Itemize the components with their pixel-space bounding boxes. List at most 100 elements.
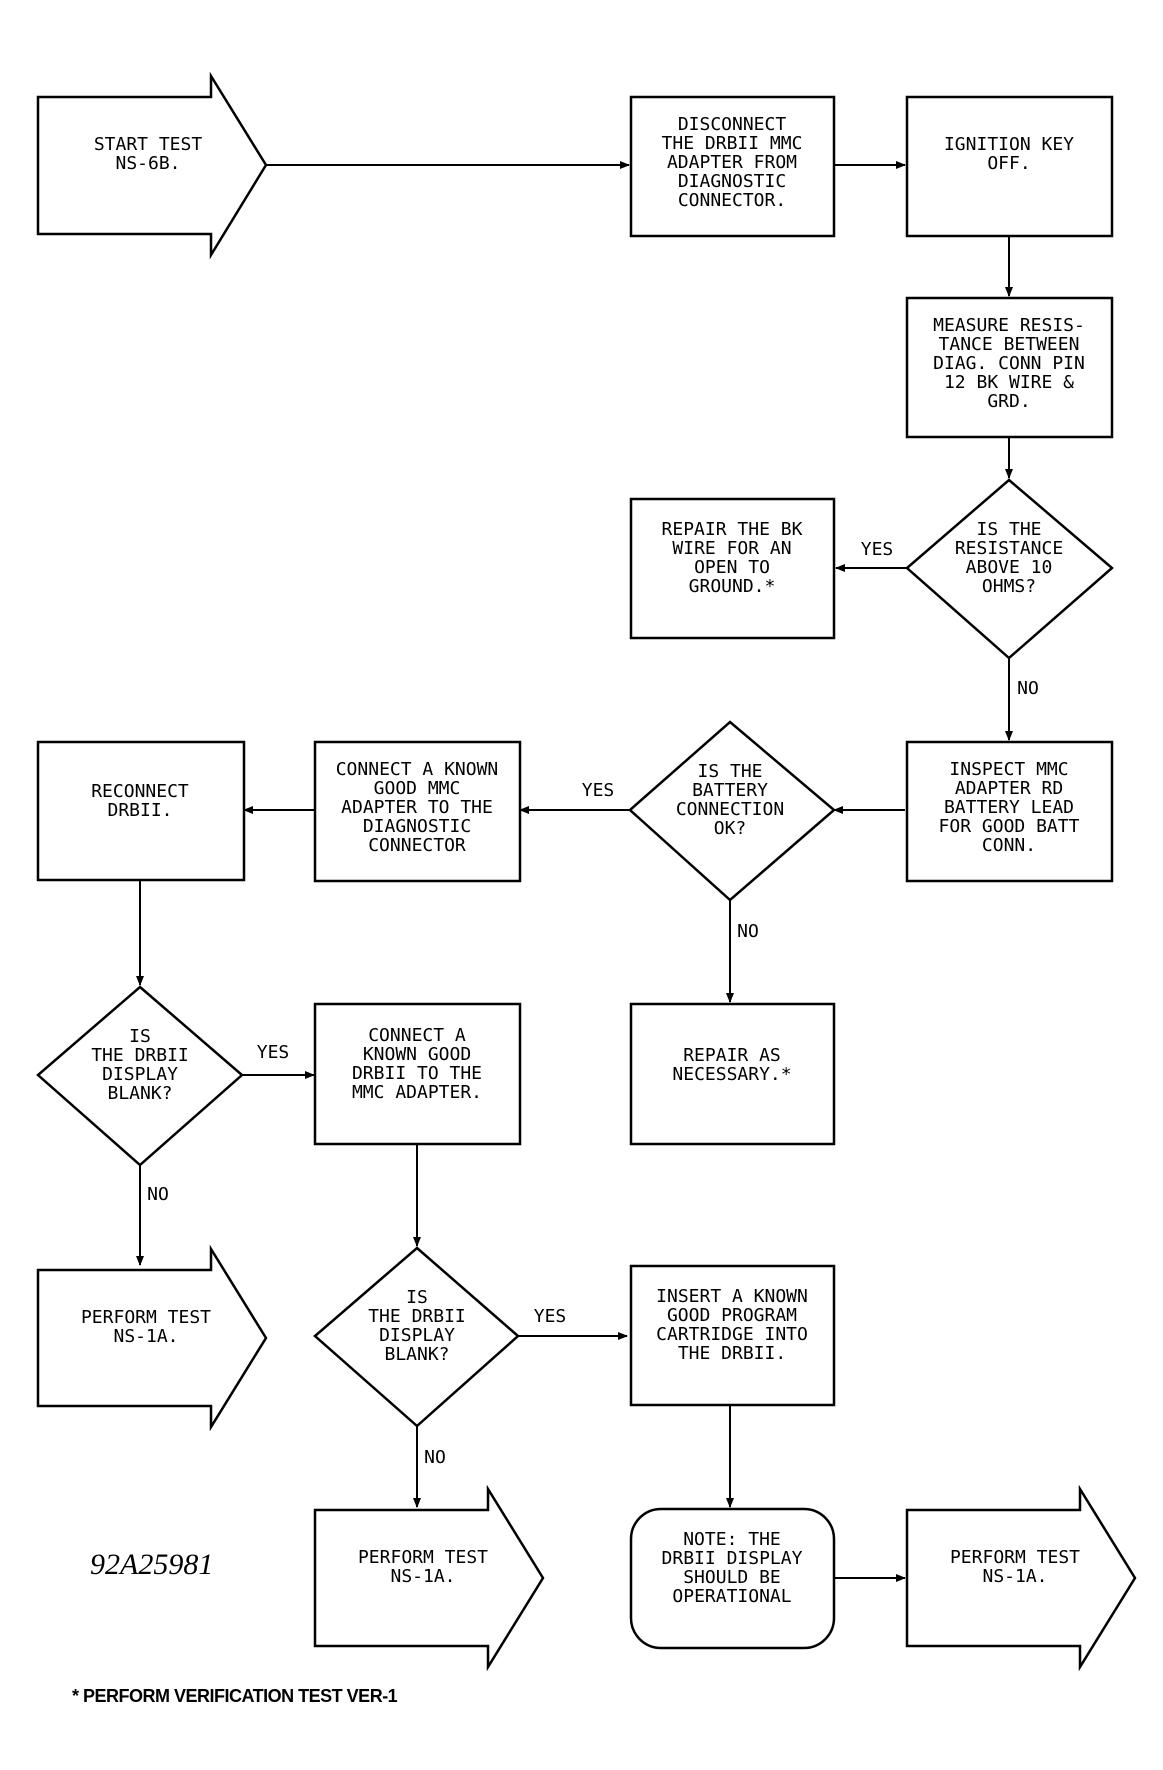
node-text-line: CONNECT A KNOWN <box>336 759 499 780</box>
node-text-line: ADAPTER FROM <box>667 152 797 173</box>
node-text-line: BATTERY LEAD <box>944 797 1074 818</box>
node-text-line: BLANK? <box>384 1344 449 1365</box>
node-repair-as-necessary <box>629 1002 836 1146</box>
display1-no-label: NO <box>147 1184 169 1205</box>
node-text-line: DIAGNOSTIC <box>678 171 786 192</box>
node-repair-bk-wire <box>629 497 836 640</box>
node-text-line: CONN. <box>982 835 1036 856</box>
node-text-line: REPAIR THE BK <box>662 519 803 540</box>
resistance-yes-label: YES <box>861 539 894 560</box>
node-text-line: OK? <box>714 818 747 839</box>
node-text-line: ABOVE 10 <box>966 557 1053 578</box>
node-text-line: ADAPTER RD <box>955 778 1063 799</box>
node-text-line: CONNECT A <box>368 1025 466 1046</box>
node-measure-resistance <box>905 296 1114 439</box>
node-text-line: MMC ADAPTER. <box>352 1082 482 1103</box>
node-display-decision-2 <box>313 1246 520 1428</box>
node-text-line: GROUND.* <box>689 576 776 597</box>
node-text-line: DISPLAY <box>102 1064 178 1085</box>
node-text-line: CONNECTOR <box>368 835 466 856</box>
node-resistance-decision <box>905 478 1114 660</box>
node-text-line: NECESSARY.* <box>672 1064 791 1085</box>
node-text-line: TANCE BETWEEN <box>939 334 1080 355</box>
node-note-operational <box>629 1507 836 1650</box>
node-start-test <box>36 71 268 260</box>
node-text-line: DRBII DISPLAY <box>662 1548 803 1569</box>
battery-no-label: NO <box>737 921 759 942</box>
node-text-line: 12 BK WIRE & <box>944 372 1074 393</box>
resistance-no-label: NO <box>1017 678 1039 699</box>
node-text-line: INSPECT MMC <box>949 759 1068 780</box>
footnote: * PERFORM VERIFICATION TEST VER-1 <box>72 1686 398 1706</box>
connectors <box>136 161 1013 1582</box>
node-text-line: OHMS? <box>982 576 1036 597</box>
node-text-line: REPAIR AS <box>683 1045 781 1066</box>
node-text-line: GOOD PROGRAM <box>667 1305 797 1326</box>
node-disconnect-adapter <box>629 95 836 238</box>
node-text-line: THE DRBII <box>368 1306 466 1327</box>
node-text-line: PERFORM TEST <box>358 1547 488 1568</box>
display2-no-label: NO <box>424 1447 446 1468</box>
node-text-line: DIAGNOSTIC <box>363 816 471 837</box>
node-connect-good-drbii <box>313 1002 522 1146</box>
node-text-line: THE DRBII <box>91 1045 189 1066</box>
node-text-line: PERFORM TEST <box>81 1307 211 1328</box>
node-text-line: NS-1A. <box>113 1326 178 1347</box>
start-test-arrow-shape <box>36 71 268 260</box>
node-text-line: BLANK? <box>107 1083 172 1104</box>
node-text-line: NS-1A. <box>390 1566 455 1587</box>
node-text-line: GRD. <box>987 391 1030 412</box>
node-text-line: CONNECTOR. <box>678 190 786 211</box>
node-text-line: PERFORM TEST <box>950 1547 1080 1568</box>
node-display-decision-1 <box>36 985 244 1167</box>
node-text-line: FOR GOOD BATT <box>939 816 1080 837</box>
battery-yes-label: YES <box>582 780 615 801</box>
node-text-line: START TEST <box>94 134 203 155</box>
node-text-line: MEASURE RESIS- <box>933 315 1085 336</box>
node-text-line: INSERT A KNOWN <box>656 1286 808 1307</box>
node-text-line: DIAG. CONN PIN <box>933 353 1085 374</box>
node-battery-decision <box>628 720 836 902</box>
node-text-line: OPEN TO <box>694 557 770 578</box>
node-text-line: IGNITION KEY <box>944 134 1074 155</box>
node-text-line: CARTRIDGE INTO <box>656 1324 808 1345</box>
node-text-line: THE DRBII. <box>678 1343 786 1364</box>
node-perform-ns1a-2 <box>313 1484 545 1672</box>
node-text-line: THE DRBII MMC <box>662 133 803 154</box>
node-text-line: OPERATIONAL <box>672 1586 791 1607</box>
node-reconnect-drbii <box>36 740 246 882</box>
node-text-line: DRBII TO THE <box>352 1063 482 1084</box>
node-text-line: CONNECTION <box>676 799 784 820</box>
node-text-line: RESISTANCE <box>955 538 1063 559</box>
figure-id: 92A25981 <box>90 1548 214 1581</box>
display1-yes-label: YES <box>257 1042 290 1063</box>
node-perform-ns1a-1 <box>36 1244 268 1432</box>
node-ignition-off <box>905 95 1114 238</box>
node-connect-good-adapter <box>313 740 522 883</box>
node-text-line: GOOD MMC <box>374 778 461 799</box>
node-text-line: WIRE FOR AN <box>672 538 791 559</box>
node-text-line: SHOULD BE <box>683 1567 781 1588</box>
node-text-line: DRBII. <box>107 800 172 821</box>
node-text-line: IS <box>406 1287 428 1308</box>
node-text-line: DISPLAY <box>379 1325 455 1346</box>
